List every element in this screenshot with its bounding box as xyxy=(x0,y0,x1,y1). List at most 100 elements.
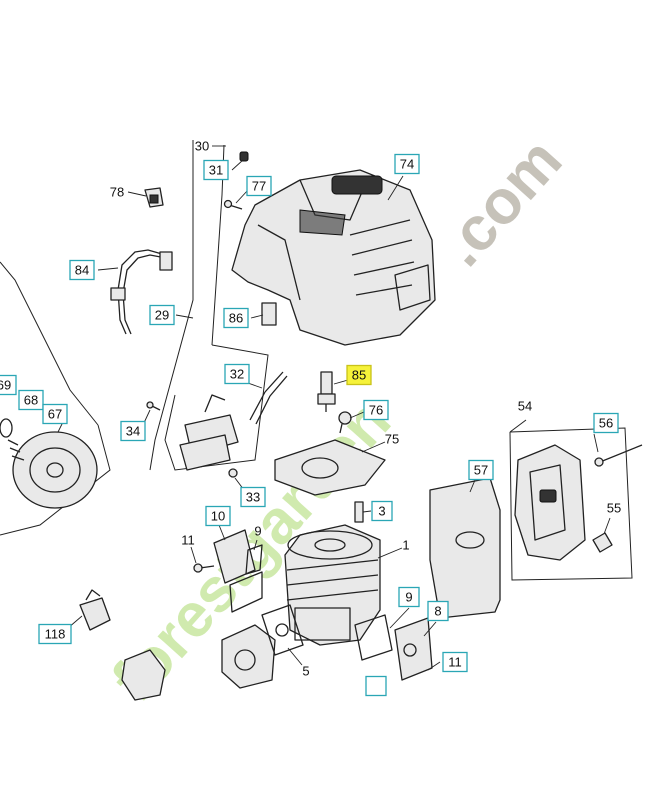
callout-number: 30 xyxy=(195,139,209,154)
part-fuel-pump xyxy=(121,649,166,701)
callout-number: 78 xyxy=(110,185,124,200)
callout-number: 56 xyxy=(599,416,613,431)
callout-box xyxy=(120,420,146,442)
callout-box xyxy=(203,159,229,181)
callout-c57: 57 xyxy=(468,459,494,481)
callout-number: 74 xyxy=(400,157,414,172)
callout-box xyxy=(0,374,17,396)
callout-c8: 8 xyxy=(427,600,449,622)
callout-box xyxy=(224,363,250,385)
callout-c76: 76 xyxy=(363,399,389,421)
callout-number: 9 xyxy=(405,590,412,605)
callout-number: 3 xyxy=(378,504,385,519)
part-57-heat-shield xyxy=(429,477,501,619)
callout-box xyxy=(427,600,449,622)
callout-box xyxy=(240,486,266,508)
callout-c69: 69 xyxy=(0,374,17,396)
callout-box xyxy=(468,459,494,481)
callout-box xyxy=(363,399,389,421)
callout-c67: 67 xyxy=(42,403,68,425)
callout-number: 86 xyxy=(229,311,243,326)
callout-number: 84 xyxy=(75,263,89,278)
part-55-nut xyxy=(592,532,613,553)
callout-c74: 74 xyxy=(394,153,420,175)
callout-cblank xyxy=(365,675,387,697)
part-3-stud xyxy=(354,501,364,523)
callout-box xyxy=(593,412,619,434)
part-32-lead xyxy=(249,371,288,425)
callout-c77: 77 xyxy=(246,175,272,197)
callout-c85: 85 xyxy=(346,364,372,386)
callout-number: 10 xyxy=(211,509,225,524)
callout-box xyxy=(149,304,175,326)
callout-number: 8 xyxy=(434,604,441,619)
callout-c32: 32 xyxy=(224,363,250,385)
part-33-washer xyxy=(228,468,238,478)
callout-number: 1 xyxy=(402,538,409,553)
callout-box xyxy=(69,259,95,281)
part-85-spark-plug xyxy=(317,371,336,412)
watermark-grey-text: .com xyxy=(427,126,575,280)
callout-c34: 34 xyxy=(120,420,146,442)
callout-number: 5 xyxy=(302,664,309,679)
part-67-clutch-drum xyxy=(12,431,98,509)
callout-number: 29 xyxy=(155,308,169,323)
callout-box xyxy=(442,651,468,673)
part-10-intake-block xyxy=(213,529,263,613)
callout-number: 11 xyxy=(181,533,195,548)
callout-number: 67 xyxy=(48,407,62,422)
callout-number: 77 xyxy=(252,179,266,194)
callout-c30: 30 xyxy=(195,139,209,154)
callout-number: 34 xyxy=(126,424,140,439)
callout-number: 9 xyxy=(254,524,261,539)
part-78-clip xyxy=(144,187,164,208)
callout-c9a: 9 xyxy=(254,524,261,539)
callout-c86: 86 xyxy=(223,307,249,329)
callout-box xyxy=(205,505,231,527)
part-74-engine-shroud xyxy=(231,169,436,346)
part-84-cable xyxy=(110,249,173,335)
group-outlines xyxy=(0,140,633,581)
callout-number: 118 xyxy=(45,627,66,642)
part-68-spring xyxy=(7,439,25,461)
callout-number: 33 xyxy=(246,490,260,505)
part-69-washer xyxy=(0,418,13,438)
callout-c9b: 9 xyxy=(398,586,420,608)
callout-c84: 84 xyxy=(69,259,95,281)
part-76-screw xyxy=(338,411,352,434)
callout-box xyxy=(365,675,387,697)
callout-c33: 33 xyxy=(240,486,266,508)
part-5-gasket xyxy=(261,604,304,656)
callout-c3: 3 xyxy=(371,500,393,522)
group-line-left xyxy=(149,140,194,471)
callout-number: 32 xyxy=(230,367,244,382)
group-line-54 xyxy=(509,419,527,433)
part-86-grommet xyxy=(261,302,277,326)
callout-c55: 55 xyxy=(607,501,621,516)
part-77-bolt xyxy=(223,199,243,210)
part-ignition-coil xyxy=(179,394,239,471)
part-11-bolt xyxy=(193,563,215,573)
group-line-coil xyxy=(164,344,269,471)
callout-number: 11 xyxy=(448,655,462,670)
callout-c1: 1 xyxy=(402,538,409,553)
callout-box xyxy=(394,153,420,175)
callout-box xyxy=(42,403,68,425)
part-31-screw xyxy=(239,151,249,162)
part-9-gasket xyxy=(245,544,263,575)
callout-box xyxy=(223,307,249,329)
callout-c54: 54 xyxy=(518,399,532,414)
group-line-clutch-top xyxy=(0,261,99,426)
part-56-bolt xyxy=(594,444,643,467)
callout-box xyxy=(346,364,372,386)
callout-box xyxy=(18,389,44,411)
callout-c118: 118 xyxy=(38,623,72,645)
callout-c11b: 11 xyxy=(442,651,468,673)
callout-c10: 10 xyxy=(205,505,231,527)
part-118-clamp xyxy=(79,589,111,631)
callout-c31: 31 xyxy=(203,159,229,181)
callout-number: 55 xyxy=(607,501,621,516)
